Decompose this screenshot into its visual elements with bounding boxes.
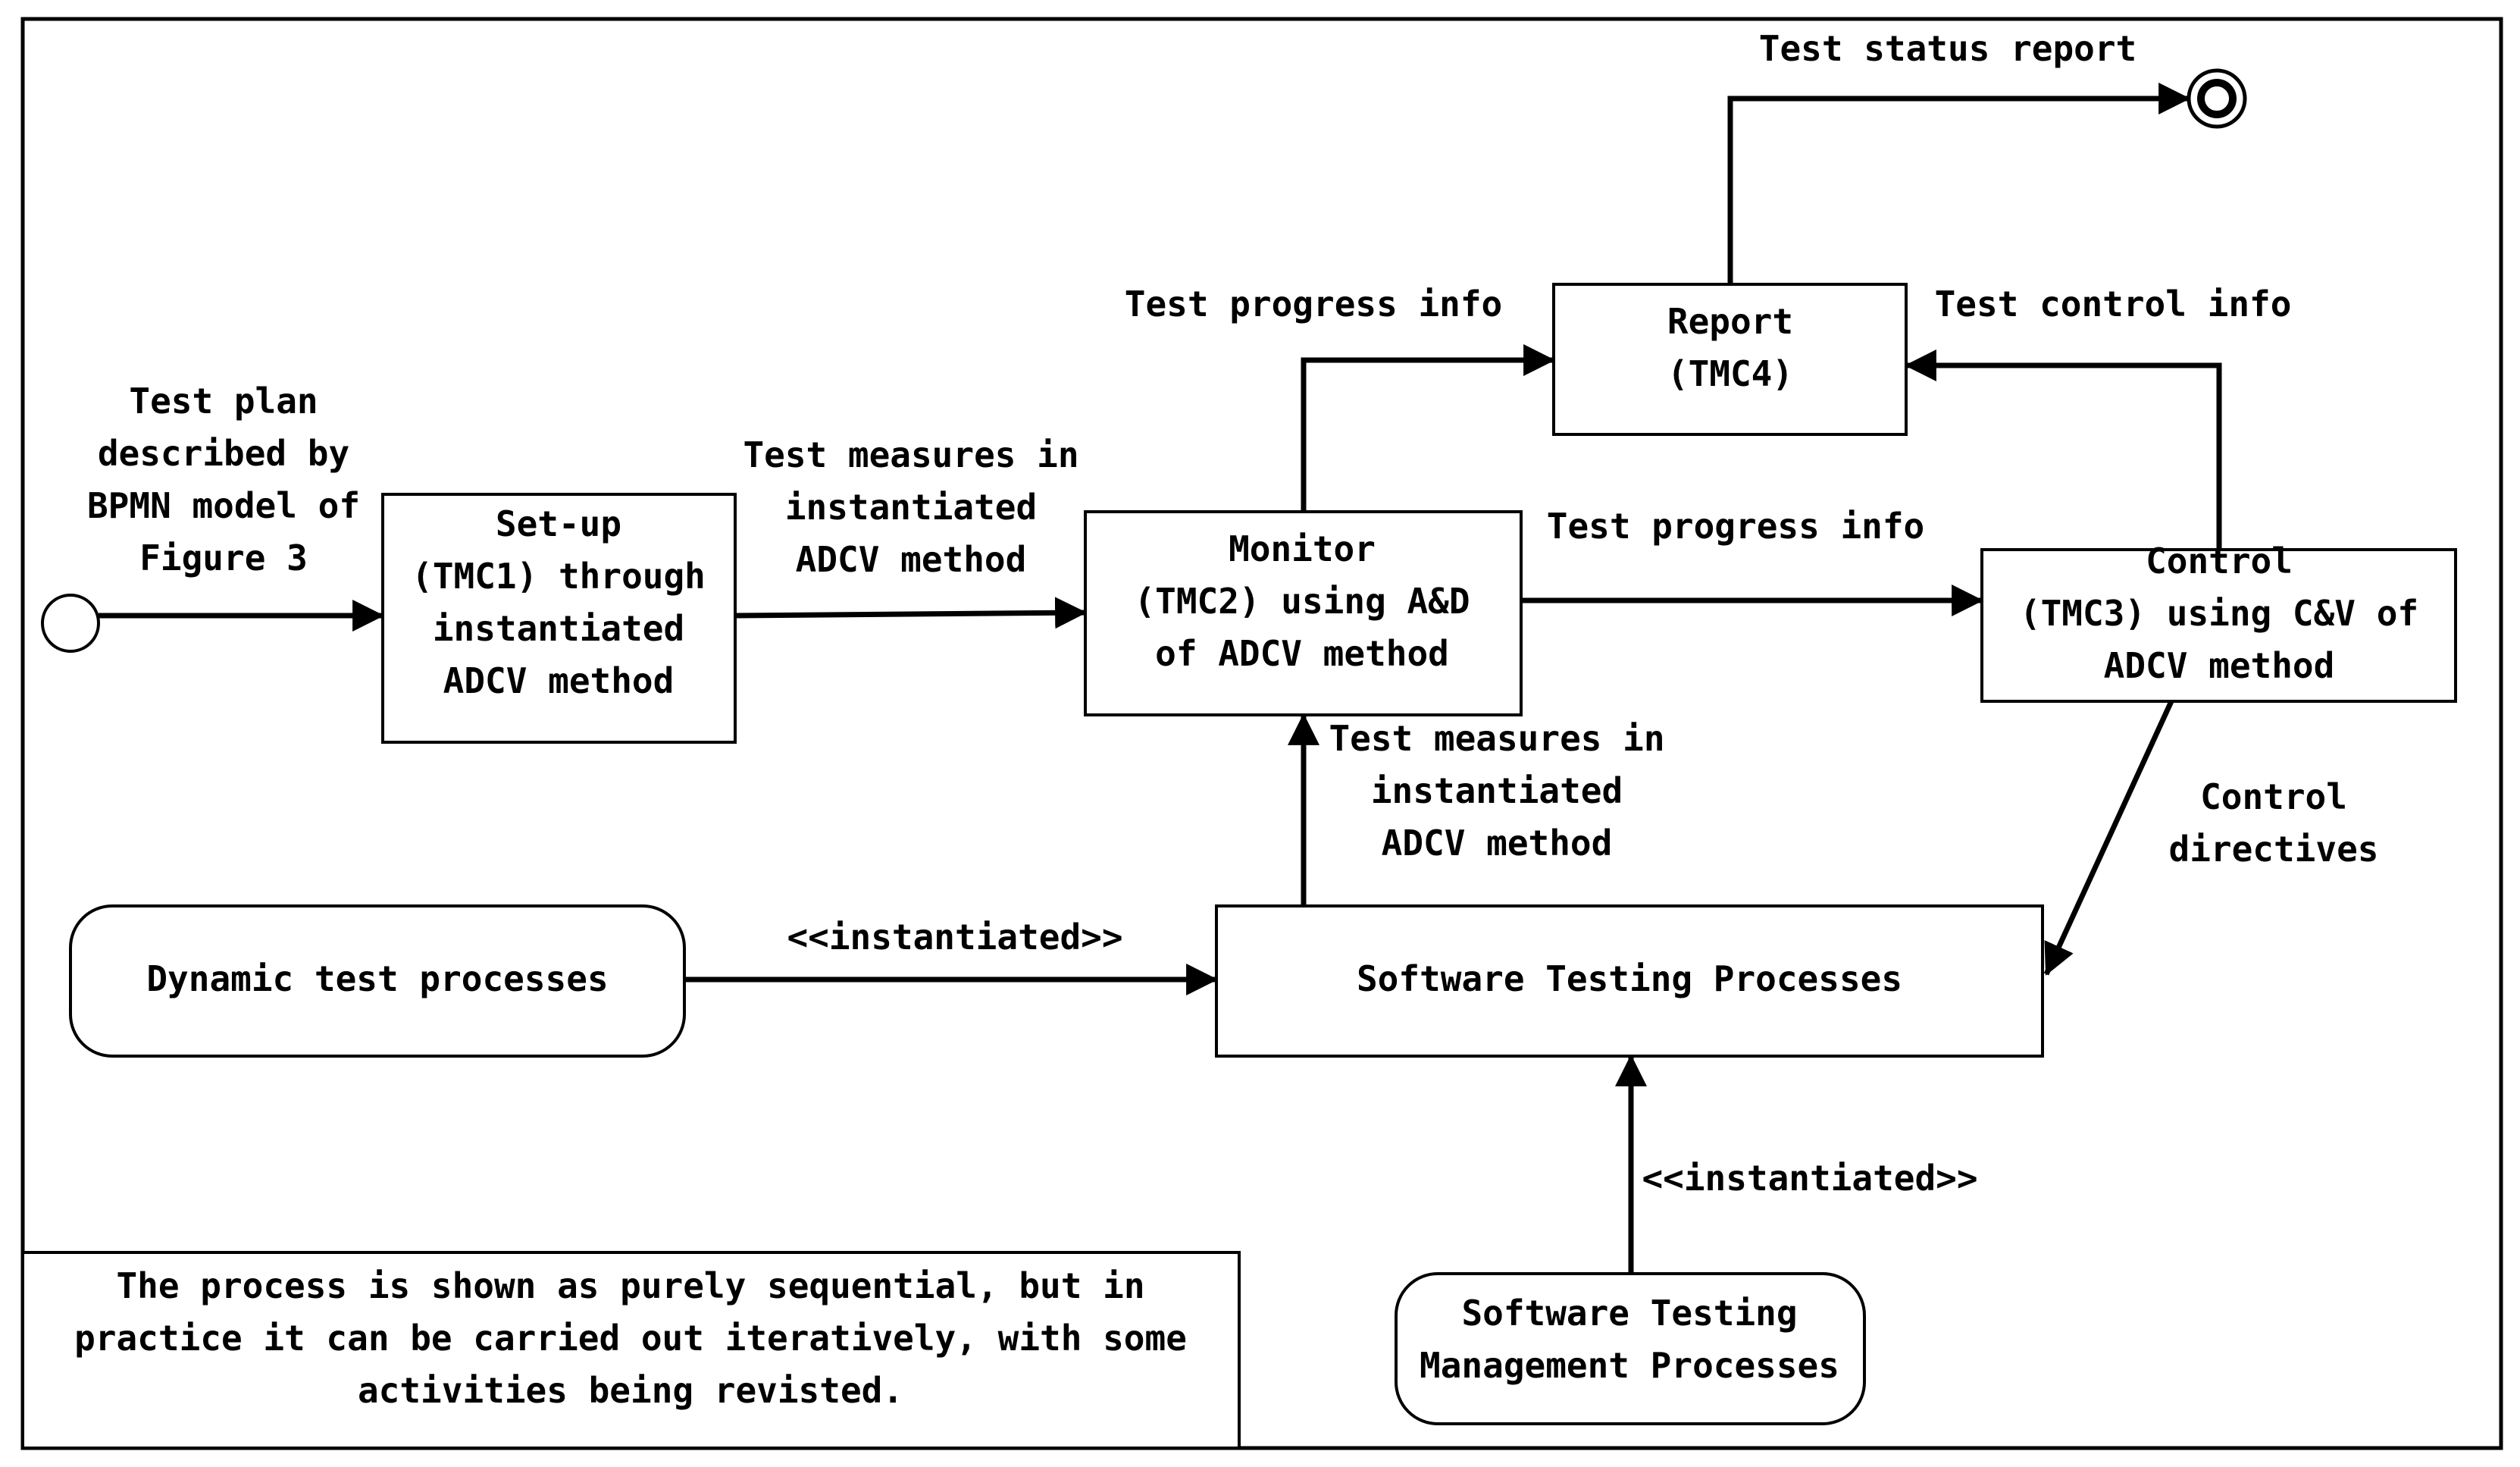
control-label-line: (TMC3) using C&V of — [2020, 593, 2418, 634]
control-label-line: ADCV method — [2104, 645, 2335, 686]
note-box — [21, 1251, 1241, 1450]
edge-label-control-to-report-line: Test control info — [1935, 284, 2292, 324]
monitor-label: Monitor (TMC2) using A&D of ADCV method — [1134, 528, 1470, 674]
diagram-frame — [20, 17, 2503, 1450]
edge-label-monitor-to-control: Test progress info — [1547, 506, 1925, 547]
end-event-inner — [2197, 79, 2237, 118]
monitor-box — [1084, 510, 1523, 716]
dynamic-label-line: Dynamic test processes — [146, 958, 608, 999]
start-label-line: Figure 3 — [139, 538, 308, 578]
edge-label-setup-to-monitor-line: instantiated — [785, 487, 1037, 528]
edge-report-to-end — [1727, 83, 2191, 284]
setup-label-line: ADCV method — [443, 660, 675, 701]
start-label-line: BPMN model of — [87, 485, 360, 526]
note-text: The process is shown as purely sequentia… — [74, 1265, 1187, 1411]
edge-label-report-to-end: Test status report — [1759, 28, 2137, 69]
start-label-line: Test plan — [129, 381, 318, 422]
dynamic-label: Dynamic test processes — [146, 958, 608, 999]
setup-box — [381, 493, 737, 744]
setup-label-line: instantiated — [433, 608, 684, 649]
edge-label-stmp-to-stp-line: <<instantiated>> — [1642, 1158, 1977, 1199]
start-label-line: described by — [98, 433, 349, 474]
report-label-line: Report — [1667, 301, 1793, 342]
edge-monitor-to-report — [1301, 344, 1556, 512]
edge-label-report-to-end-line: Test status report — [1759, 28, 2137, 69]
edge-label-setup-to-monitor-line: Test measures in — [743, 434, 1078, 475]
edge-label-monitor-to-report-line: Test progress info — [1125, 284, 1503, 324]
control-label: Control (TMC3) using C&V of ADCV method — [2020, 541, 2418, 686]
monitor-label-line: Monitor — [1229, 528, 1376, 569]
edge-control-to-stp — [2043, 700, 2174, 976]
monitor-label-line: of ADCV method — [1155, 633, 1449, 674]
monitor-label-line: (TMC2) using A&D — [1134, 581, 1470, 622]
edge-label-monitor-to-report: Test progress info — [1125, 284, 1503, 324]
start-label: Test plan described by BPMN model of Figure… — [87, 381, 360, 578]
edge-label-dynamic-to-stp-line: <<instantiated>> — [787, 917, 1122, 958]
edge-setup-to-monitor — [734, 597, 1088, 629]
edge-label-control-to-stp-line: Control — [2200, 776, 2347, 817]
edge-control-to-report — [1904, 350, 2222, 550]
edge-label-stp-to-monitor-line: Test measures in — [1329, 718, 1664, 759]
edge-label-control-to-stp-line: directives — [2169, 829, 2379, 870]
report-label-line: (TMC4) — [1667, 353, 1793, 394]
report-box — [1552, 283, 1908, 436]
setup-label-line: (TMC1) through — [412, 556, 706, 597]
start-event — [41, 594, 100, 653]
note-text-line: The process is shown as purely sequentia… — [116, 1265, 1144, 1306]
report-label: Report (TMC4) — [1667, 301, 1793, 394]
edge-label-stmp-to-stp: <<instantiated>> — [1642, 1158, 1977, 1199]
edge-label-control-to-report: Test control info — [1935, 284, 2292, 324]
stmp-label-line: Software Testing — [1461, 1293, 1797, 1334]
note-text-line: practice it can be carried out iterative… — [74, 1318, 1187, 1359]
edge-label-stp-to-monitor-line: instantiated — [1371, 770, 1623, 811]
setup-label-line: Set-up — [496, 503, 621, 544]
stp-label: Software Testing Processes — [1357, 958, 1902, 999]
edge-label-stp-to-monitor-line: ADCV method — [1382, 823, 1613, 864]
control-box — [1980, 548, 2457, 703]
edge-label-setup-to-monitor-line: ADCV method — [796, 539, 1027, 580]
edge-label-dynamic-to-stp: <<instantiated>> — [787, 917, 1122, 958]
note-text-line: activities being revisted. — [358, 1370, 903, 1411]
stp-label-line: Software Testing Processes — [1357, 958, 1902, 999]
edge-label-monitor-to-control-line: Test progress info — [1547, 506, 1925, 547]
edge-label-control-to-stp: Control directives — [2169, 776, 2379, 870]
control-label-line: Control — [2146, 541, 2293, 581]
stmp-label-line: Management Processes — [1420, 1345, 1839, 1386]
